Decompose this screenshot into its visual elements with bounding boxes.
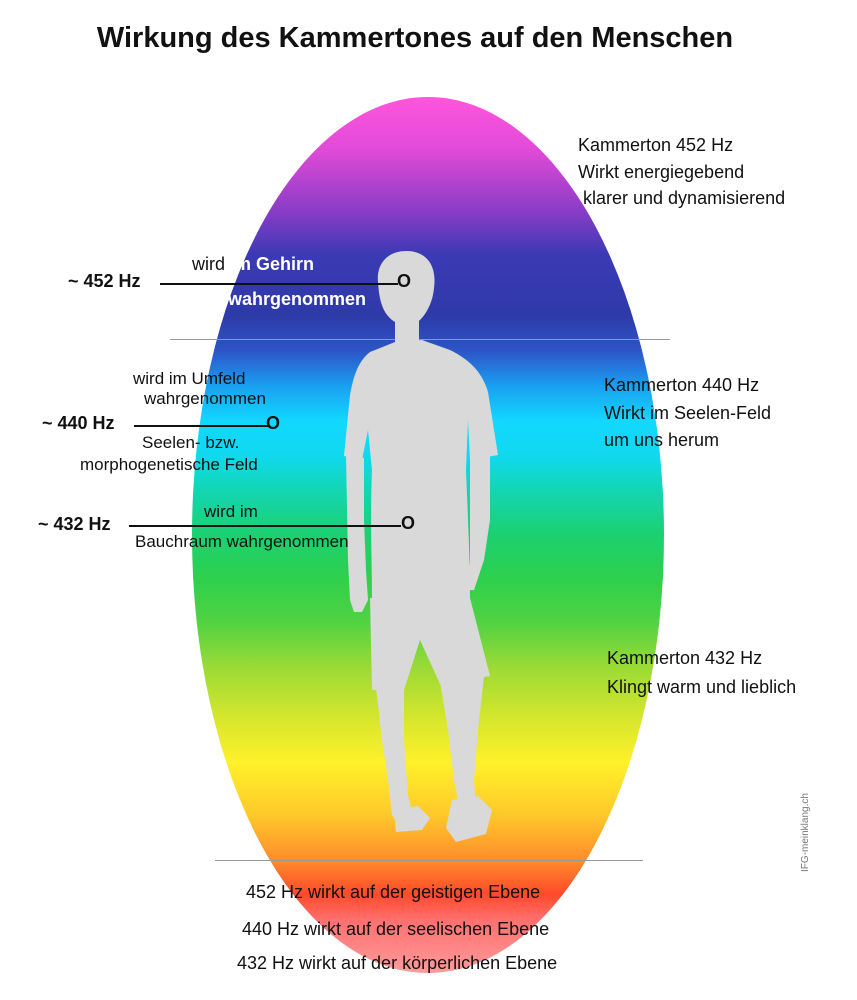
note-452-title: Kammerton 452 Hz	[578, 135, 734, 155]
note-452-line2: klarer und dynamisierend	[583, 188, 786, 208]
marker-432-end: O	[401, 513, 416, 533]
marker-432-below: Bauchraum wahrgenommen	[135, 532, 349, 551]
marker-440-below2: morphogenetische Feld	[80, 455, 258, 474]
divider-lower	[215, 860, 643, 861]
marker-440-above2: wahrgenommen	[144, 389, 266, 408]
marker-440-below1: Seelen- bzw.	[142, 433, 240, 452]
note-440-title: Kammerton 440 Hz	[604, 375, 760, 395]
page-title: Wirkung des Kammertones auf den Menschen	[96, 22, 734, 54]
marker-452-line	[160, 283, 398, 285]
marker-452-below: wahrgenommen	[228, 289, 367, 309]
marker-432-label: ~ 432 Hz	[38, 514, 111, 534]
marker-452-above-highlight: im Gehirn	[230, 254, 315, 274]
marker-452-end: O	[397, 271, 412, 291]
note-452-line1: Wirkt energiegebend	[578, 162, 745, 182]
bottom-line-452: 452 Hz wirkt auf der geistigen Ebene	[246, 882, 541, 902]
marker-452-label: ~ 452 Hz	[68, 271, 141, 291]
marker-440-line	[134, 425, 268, 427]
bottom-line-440: 440 Hz wirkt auf der seelischen Ebene	[242, 919, 550, 939]
note-432-title: Kammerton 432 Hz	[607, 648, 763, 668]
bottom-line-432: 432 Hz wirkt auf der körperlichen Ebene	[237, 953, 558, 973]
marker-432-above: wird im	[204, 502, 258, 521]
marker-452-above: wird im Gehirn	[192, 254, 314, 275]
marker-440-above1: wird im Umfeld	[133, 369, 246, 388]
credit-text: IFG-meinklang.ch	[800, 793, 811, 872]
marker-440-end: O	[266, 413, 281, 433]
note-432-line1: Klingt warm und lieblich	[607, 677, 797, 697]
divider-upper	[170, 339, 670, 340]
marker-452-above-plain: wird	[192, 254, 226, 274]
marker-440-label: ~ 440 Hz	[42, 413, 115, 433]
note-440-line1: Wirkt im Seelen-Feld	[604, 403, 772, 423]
marker-432-line	[129, 525, 401, 527]
note-440-line2: um uns herum	[604, 430, 720, 450]
